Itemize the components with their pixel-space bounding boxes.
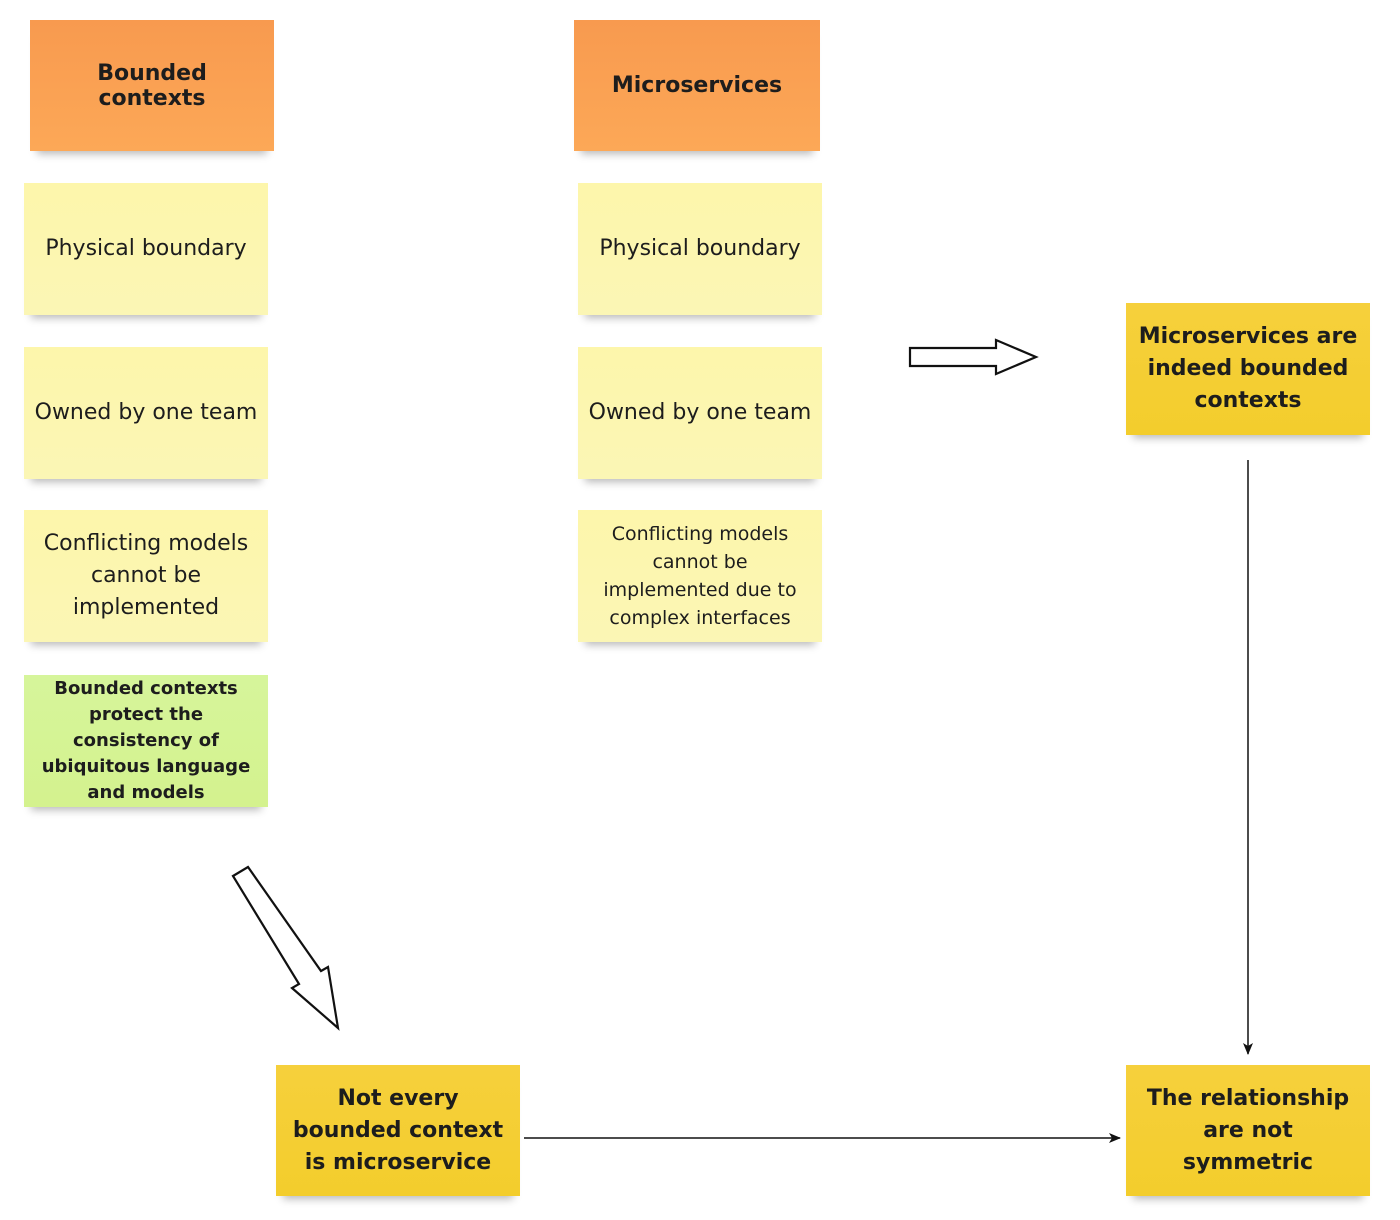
microservices-are-bounded-contexts-note: Microservices are indeed bounded context… [1126,303,1370,435]
relationship-not-symmetric-note: The relationship are not symmetric [1126,1065,1370,1196]
ms-owned-by-one-team-note: Owned by one team [578,347,822,479]
not-every-bounded-context-note: Not every bounded context is microservic… [276,1065,520,1196]
bc-owned-by-one-team-note: Owned by one team [24,347,268,479]
bc-conflicting-models-note: Conflicting models cannot be implemented [24,510,268,642]
hollow-arrow-diagonal-icon [231,865,340,1031]
bc-physical-boundary-note: Physical boundary [24,183,268,315]
bc-summary-note: Bounded contexts protect the consistency… [24,675,268,807]
ms-physical-boundary-note: Physical boundary [578,183,822,315]
ms-conflicting-models-note: Conflicting models cannot be implemented… [578,510,822,642]
microservices-header: Microservices [574,20,820,151]
bounded-contexts-header: Bounded contexts [30,20,274,151]
hollow-arrow-right-icon [908,338,1039,376]
